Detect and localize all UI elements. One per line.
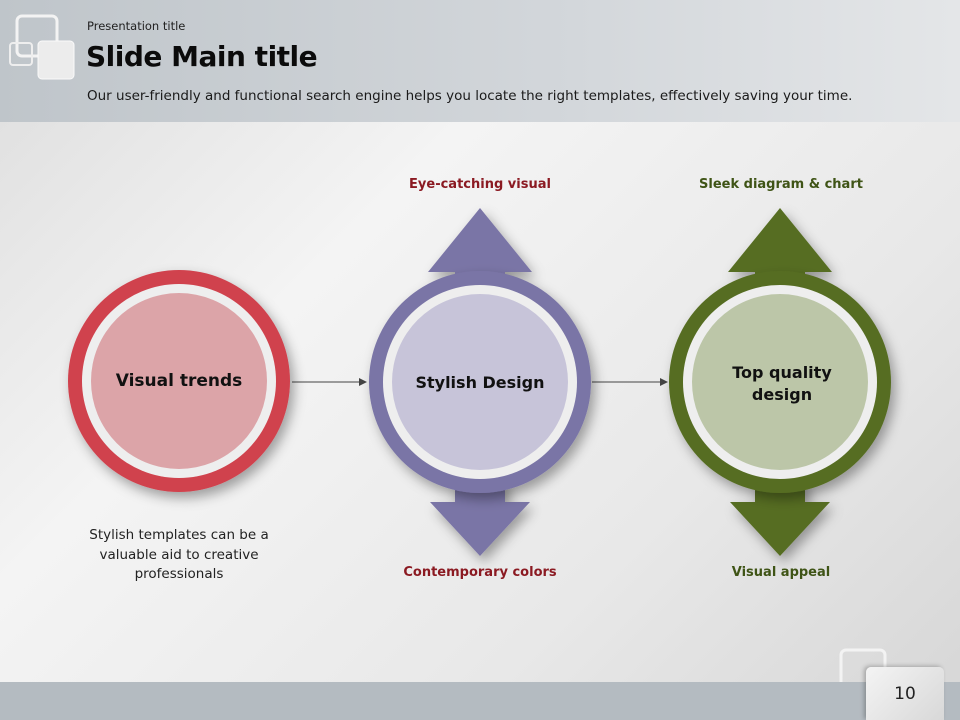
deco-square <box>9 42 33 66</box>
page-number: 10 <box>894 684 916 704</box>
node-stylish-design <box>369 271 591 493</box>
page-number-box <box>866 667 944 720</box>
page-title: Slide Main title <box>86 40 318 73</box>
deco-square <box>15 14 59 58</box>
arrow-down-icon <box>730 480 830 556</box>
node-label: Stylish Design <box>415 373 545 392</box>
subtitle: Our user-friendly and functional search … <box>87 88 853 104</box>
label-visual-appeal: Visual appeal <box>731 565 831 580</box>
presentation-title: Presentation title <box>87 19 186 33</box>
arrow-down-icon <box>430 480 530 556</box>
header-band <box>0 0 960 122</box>
footer-band <box>0 682 960 720</box>
node-visual-trends <box>68 270 290 492</box>
arrow-up-icon <box>428 208 532 290</box>
arrow-up-icon <box>728 208 832 290</box>
node-top-quality <box>669 271 891 493</box>
description: Stylish templates can be a valuable aid … <box>89 527 269 582</box>
node-label: Top quality design <box>732 363 832 404</box>
node-label: Visual trends <box>115 371 243 391</box>
deco-square <box>37 40 75 80</box>
label-eye-catching: Eye-catching visual <box>409 177 551 192</box>
label-contemporary: Contemporary colors <box>403 565 557 580</box>
label-sleek: Sleek diagram & chart <box>699 177 863 192</box>
